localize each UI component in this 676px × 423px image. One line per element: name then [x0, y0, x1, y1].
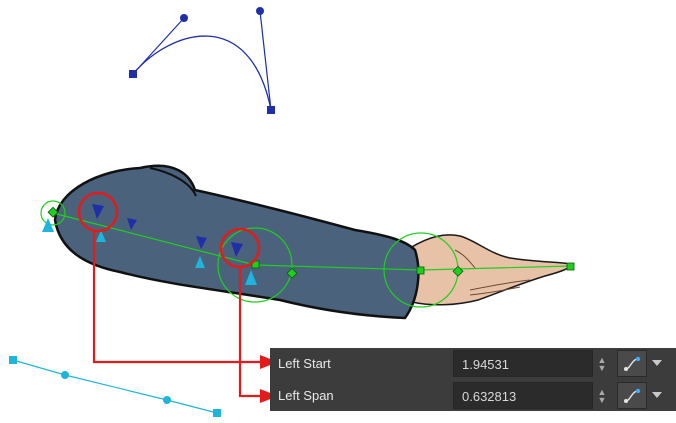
left-span-label: Left Span [278, 388, 334, 403]
bezier-function-icon [624, 388, 641, 403]
bezier-anchor-point[interactable] [267, 106, 275, 114]
deformer-handle[interactable] [286, 267, 298, 279]
selection-endpoint[interactable] [9, 356, 17, 364]
thumb-line [454, 249, 476, 269]
left-span-value[interactable]: 0.632813 [462, 389, 517, 404]
deformation-chain[interactable] [40, 200, 575, 308]
deformer-bone-line [52, 212, 572, 271]
deformer-circle-elbow[interactable] [217, 227, 293, 303]
up-down-arrows-icon[interactable]: ▲▼ [597, 387, 607, 405]
start-marker-icon [231, 242, 243, 257]
bezier-function-icon [624, 356, 641, 371]
left-start-label: Left Start [278, 356, 331, 371]
deformer-circle-base[interactable] [40, 200, 66, 226]
chevron-down-icon[interactable] [652, 360, 662, 366]
left-start-value[interactable]: 1.94531 [462, 357, 509, 372]
bezier-curve [132, 35, 272, 111]
selection-endpoint[interactable] [213, 409, 221, 417]
left-span-row: Left Span 0.632813 ▲▼ [270, 382, 676, 410]
arrowhead-icon [260, 355, 278, 369]
handle-marker-icon[interactable] [42, 218, 54, 232]
selection-point[interactable] [61, 371, 69, 379]
start-marker-icon [92, 204, 104, 219]
bezier-control-handle[interactable] [180, 14, 188, 22]
deformer-point[interactable] [47, 206, 59, 218]
callout-line-left-span [238, 267, 262, 398]
deformer-handle[interactable] [452, 265, 464, 277]
finger-line [469, 279, 531, 291]
handle-marker-icon[interactable] [195, 256, 205, 268]
direction-marker-icon [127, 218, 137, 230]
bezier-curve-example [129, 7, 275, 114]
bezier-handle-line-right [259, 10, 272, 111]
bezier-control-handle[interactable] [256, 7, 264, 15]
deformer-point[interactable] [416, 266, 425, 275]
elbow-fold [149, 167, 197, 197]
function-curve-button[interactable] [617, 350, 647, 377]
left-start-row: Left Start 1.94531 ▲▼ [270, 350, 676, 378]
handle-markers [42, 218, 257, 285]
function-curve-button[interactable] [617, 382, 647, 409]
bezier-anchor-point[interactable] [129, 70, 137, 78]
left-start-field[interactable]: 1.94531 [453, 350, 593, 377]
chevron-down-icon[interactable] [652, 392, 662, 398]
selection-line[interactable] [9, 356, 221, 417]
selection-line-path [12, 359, 218, 414]
layer-properties-panel: Left Start 1.94531 ▲▼ Left Span 0.632813… [270, 348, 676, 411]
handle-marker-icon[interactable] [96, 230, 106, 242]
direction-markers [92, 204, 243, 257]
left-span-field[interactable]: 0.632813 [453, 382, 593, 409]
direction-marker-icon [196, 236, 207, 249]
arrowhead-icon [260, 389, 278, 403]
arm-sleeve [53, 164, 420, 320]
selection-point[interactable] [163, 396, 171, 404]
finger-line [469, 286, 521, 296]
handle-marker-icon[interactable] [245, 270, 257, 285]
callout-arrows [92, 231, 278, 403]
deformer-point[interactable] [566, 262, 575, 271]
callout-circle-left-start [77, 191, 119, 233]
callout-line-left-start [92, 231, 262, 364]
up-down-arrows-icon[interactable]: ▲▼ [597, 355, 607, 373]
